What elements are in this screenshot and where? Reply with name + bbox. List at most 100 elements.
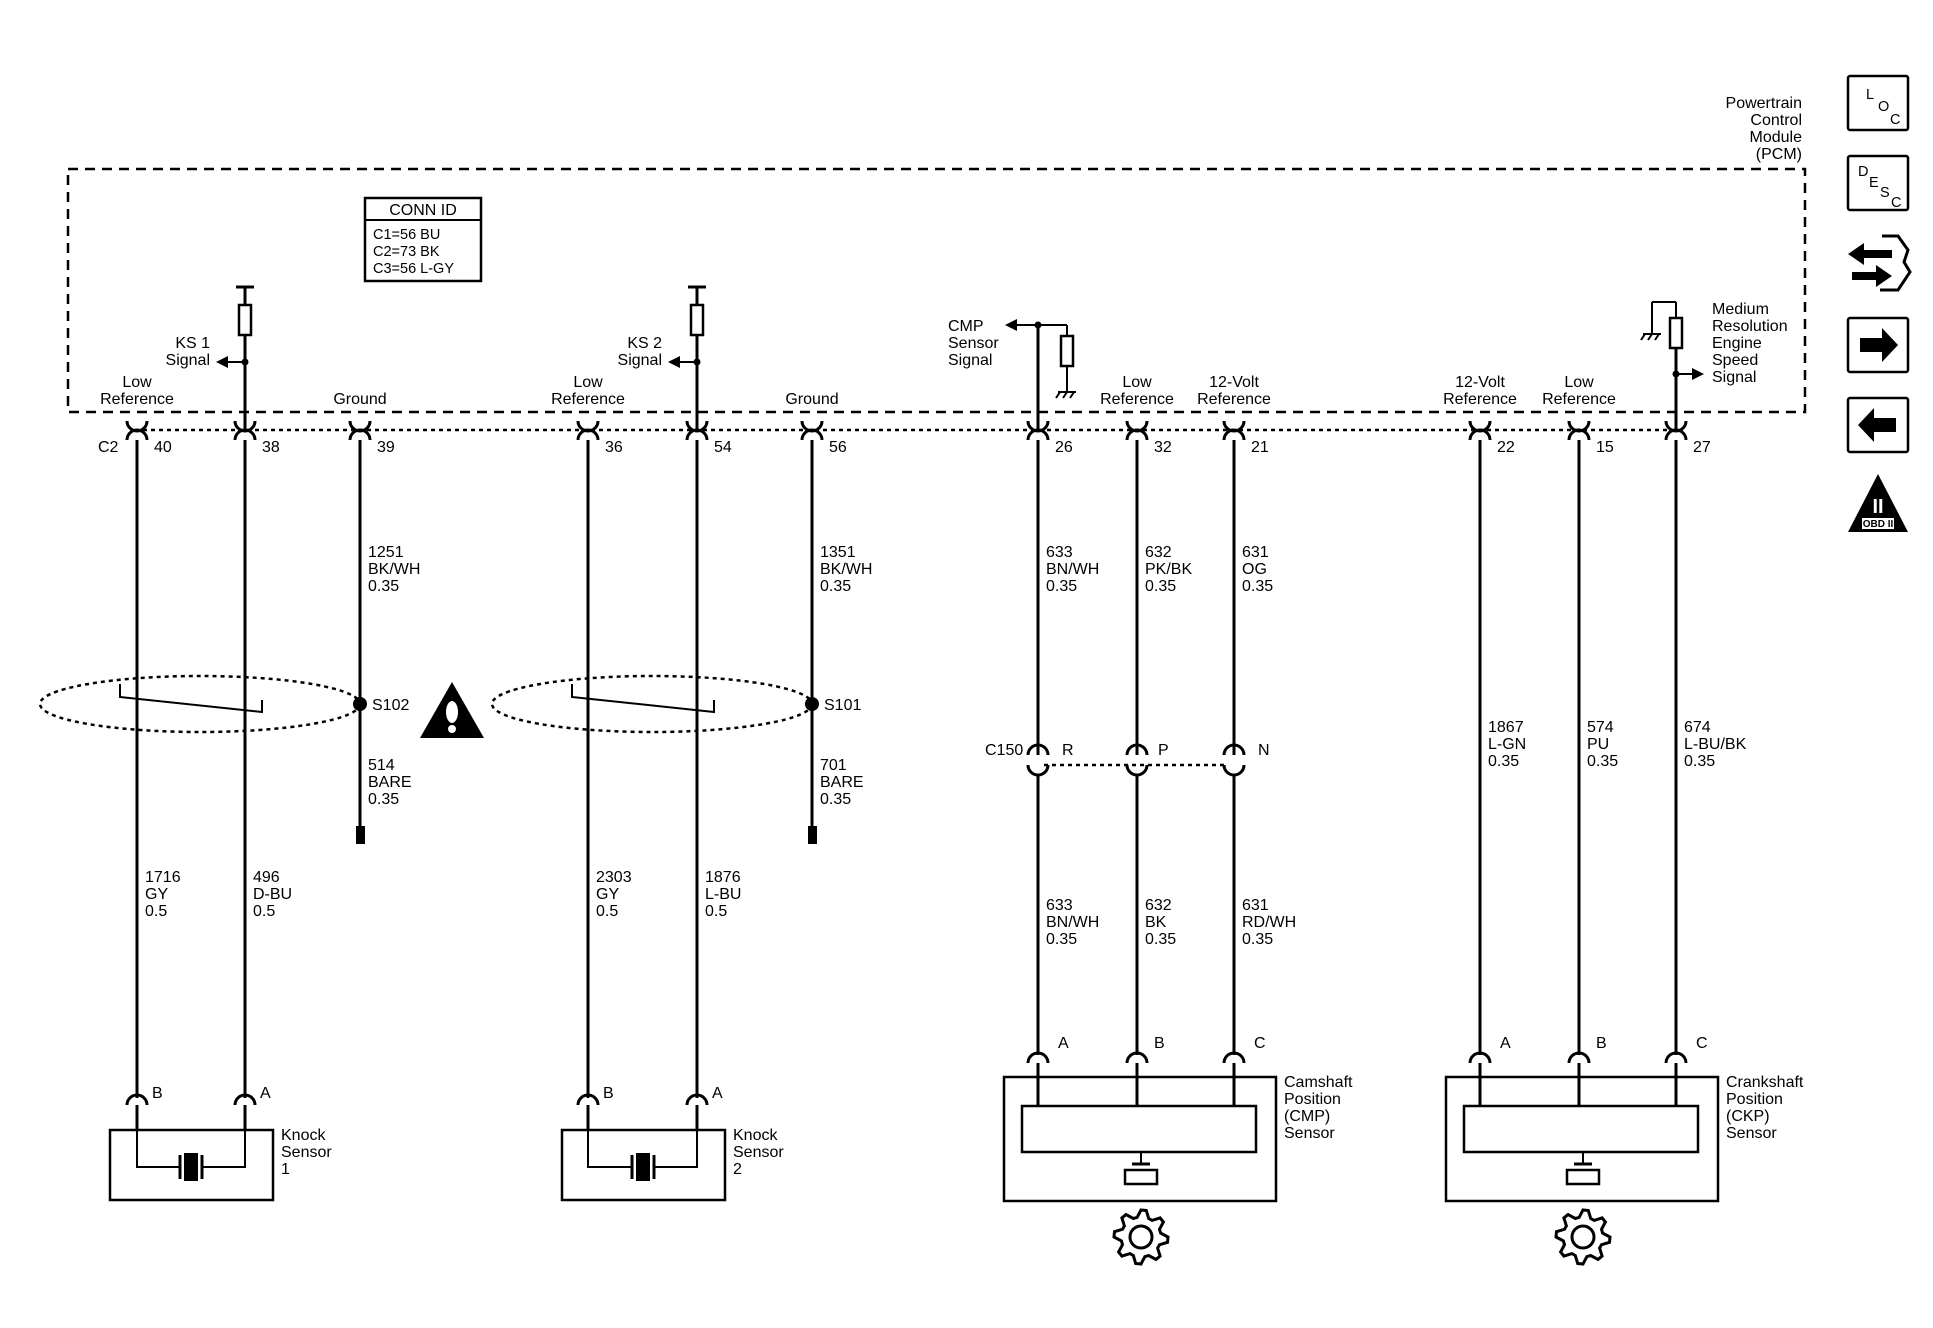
terminal-pin-number: 32 (1154, 439, 1172, 456)
terminal-circuit-label: Reference (551, 391, 625, 408)
knock2-shield (490, 674, 814, 734)
wire-label: 0.35 (820, 578, 851, 595)
wire-label: 2303 (596, 869, 632, 886)
wire-label: 0.5 (253, 903, 275, 920)
wire-labels: 1251BK/WH0.351351BK/WH0.35633BN/WH0.3563… (145, 544, 1747, 948)
wire-label: 633 (1046, 897, 1073, 914)
splice-s101-label: S101 (824, 697, 861, 714)
terminal-circuit-label: Ground (333, 391, 386, 408)
terminal-circuit-label: Low (1564, 374, 1594, 391)
terminal-pin-number: 15 (1596, 439, 1614, 456)
svg-text:KS 2: KS 2 (627, 335, 662, 352)
desc-icon[interactable]: D E S C (1846, 154, 1910, 212)
svg-text:C1=56 BU: C1=56 BU (373, 227, 440, 243)
schematic-tools-icon[interactable] (1848, 234, 1912, 292)
svg-text:A: A (260, 1085, 271, 1102)
terminal-pin-number: 39 (377, 439, 395, 456)
pcm-terminal: 39 Ground (333, 391, 395, 456)
svg-text:P: P (1158, 742, 1169, 759)
wire-label: 0.35 (1587, 753, 1618, 770)
wire-label: 1251 (368, 544, 404, 561)
loc-icon[interactable]: L O C (1846, 74, 1910, 132)
wire-label: 633 (1046, 544, 1073, 561)
svg-text:Speed: Speed (1712, 352, 1758, 369)
wire-label: 631 (1242, 897, 1269, 914)
c150-connector: C150 R P N (985, 742, 1270, 777)
svg-text:Sensor: Sensor (1726, 1125, 1777, 1142)
wire-label: 574 (1587, 719, 1614, 736)
terminal-circuit-label: Low (573, 374, 603, 391)
wire-label: 0.35 (1046, 578, 1077, 595)
svg-text:2: 2 (733, 1161, 742, 1178)
knock1-shield (38, 674, 362, 734)
wire-label: 1716 (145, 869, 181, 886)
wire-label: BARE (368, 774, 412, 791)
wire-label: 514 (368, 757, 395, 774)
wire-label: 0.35 (1488, 753, 1519, 770)
svg-text:A: A (1058, 1035, 1069, 1052)
svg-text:Signal: Signal (1712, 369, 1756, 386)
wire-label: 701 (820, 757, 847, 774)
wire-label: 1351 (820, 544, 856, 561)
wire-label: BK/WH (820, 561, 872, 578)
crankshaft-position-sensor: A B C Crankshaft Position (CKP) Sensor (1444, 1035, 1804, 1203)
terminal-circuit-label: 12-Volt (1209, 374, 1259, 391)
svg-text:O: O (1878, 99, 1889, 115)
svg-text:B: B (1154, 1035, 1165, 1052)
terminal-circuit-label: Reference (1443, 391, 1517, 408)
pcm-terminal: 38 (233, 420, 280, 456)
wire-label: L-BU/BK (1684, 736, 1747, 753)
svg-text:Signal: Signal (166, 352, 210, 369)
next-page-arrow-icon[interactable] (1846, 316, 1910, 374)
wire-label: D-BU (253, 886, 292, 903)
terminal-circuit-label: Reference (100, 391, 174, 408)
terminal-pin-number: 26 (1055, 439, 1073, 456)
svg-text:B: B (1596, 1035, 1607, 1052)
terminal-circuit-label: 12-Volt (1455, 374, 1505, 391)
svg-text:D: D (1858, 164, 1868, 180)
obd-ii-icon[interactable]: II OBD II (1848, 474, 1908, 532)
terminal-pin-number: 38 (262, 439, 280, 456)
terminal-circuit-label: Reference (1100, 391, 1174, 408)
pcm-label: Powertrain Control Module (PCM) (1726, 95, 1803, 163)
wire-label: OG (1242, 561, 1267, 578)
knock-sensor-2: B A Knock Sensor 2 (560, 1085, 784, 1202)
s102-ground-end (356, 826, 365, 844)
svg-text:Control: Control (1750, 112, 1802, 129)
wire-label: 0.35 (1046, 931, 1077, 948)
svg-text:B: B (152, 1085, 163, 1102)
svg-text:C: C (1254, 1035, 1266, 1052)
svg-text:Signal: Signal (618, 352, 662, 369)
svg-text:C: C (1891, 195, 1901, 211)
pcm-terminal: 54 (685, 420, 732, 456)
wire-label: L-GN (1488, 736, 1526, 753)
harness-wires (135, 440, 1678, 1098)
svg-text:S: S (1880, 185, 1890, 201)
terminal-pin-number: 54 (714, 439, 732, 456)
svg-text:Sensor: Sensor (948, 335, 999, 352)
cmp-reluctor-gear-icon (1112, 1208, 1170, 1266)
svg-text:(CMP): (CMP) (1284, 1108, 1330, 1125)
ks2-internal-circuit: KS 2 Signal (618, 285, 706, 430)
svg-text:Crankshaft: Crankshaft (1726, 1074, 1804, 1091)
previous-page-arrow-icon[interactable] (1846, 396, 1910, 454)
terminal-pin-number: 36 (605, 439, 623, 456)
wire-label: 0.35 (368, 791, 399, 808)
wire-label: 0.5 (145, 903, 167, 920)
svg-text:II: II (1872, 496, 1883, 518)
wire-label: 0.5 (596, 903, 618, 920)
svg-text:Knock: Knock (281, 1127, 326, 1144)
wire-label: 0.35 (368, 578, 399, 595)
wire-label: 1876 (705, 869, 741, 886)
wire-label: BN/WH (1046, 914, 1099, 931)
svg-text:Powertrain: Powertrain (1726, 95, 1802, 112)
terminal-circuit-label: Reference (1542, 391, 1616, 408)
pcm-boundary (66, 167, 1807, 414)
svg-text:C: C (1890, 112, 1900, 128)
terminal-pin-number: 56 (829, 439, 847, 456)
svg-text:E: E (1869, 175, 1879, 191)
